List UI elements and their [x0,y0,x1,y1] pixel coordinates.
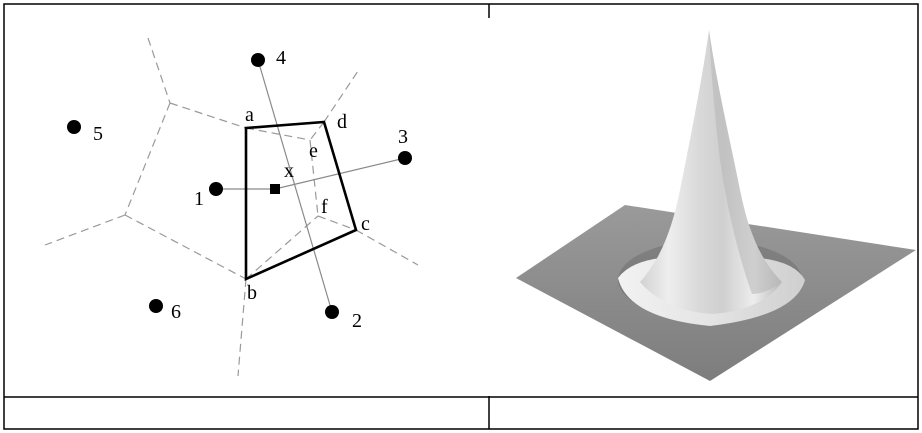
site-label-6: 6 [171,301,181,323]
site-6-marker [149,299,163,313]
query-point-marker [270,184,280,194]
voronoi-edges [44,37,419,377]
vertex-labels: a b c d e f x [245,104,370,304]
site-5-marker [67,120,81,134]
site-3-marker [398,151,412,165]
site-2-marker [325,305,339,319]
voronoi-edge [237,278,247,377]
surface-plot [516,30,916,381]
surface-cone-shadow [709,30,782,294]
site-label-4: 4 [276,47,286,69]
site-label-1: 1 [194,188,204,210]
voronoi-edge [317,215,357,231]
site-label-5: 5 [93,123,103,145]
site-4-marker [251,53,265,67]
voronoi-edge [245,215,319,280]
site-label-2: 2 [352,310,362,332]
voronoi-diagram: 1 2 3 4 5 6 a b c d e f x [7,18,512,396]
voronoi-edge [309,121,325,141]
diagram-background [7,18,512,396]
voronoi-edge [169,102,247,129]
vertex-label-d: d [337,111,347,133]
voronoi-edge [355,229,419,266]
voronoi-edge [44,214,126,246]
site-1-marker [209,182,223,196]
sites [67,53,412,319]
query-point-label: x [284,160,294,182]
vertex-label-f: f [321,196,328,218]
vertex-label-c: c [361,213,370,235]
neighbor-line-4-2 [257,59,333,313]
vertex-label-e: e [309,140,318,162]
voronoi-edge [147,37,171,104]
vertex-label-a: a [245,104,254,126]
vertex-label-b: b [247,282,257,304]
voronoi-edge [245,127,311,141]
voronoi-edge [124,214,247,280]
voronoi-edge [323,67,361,123]
table-outer-border [3,3,919,430]
natural-neighbor-polygon [244,120,358,282]
site-labels: 1 2 3 4 5 6 [93,47,408,332]
voronoi-edge [124,102,171,216]
site-label-3: 3 [398,126,408,148]
